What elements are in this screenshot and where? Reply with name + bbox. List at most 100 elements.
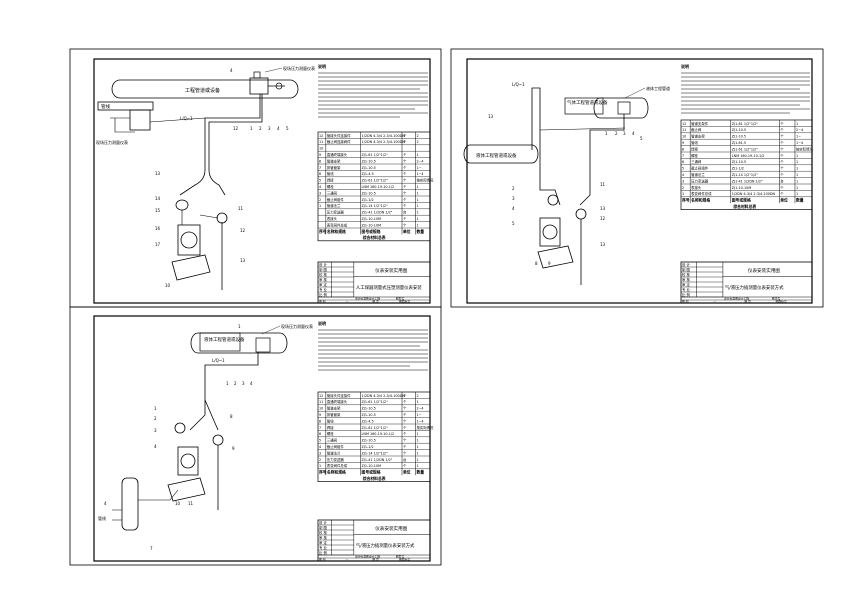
table-cell: 个 [403, 158, 407, 163]
table-cell: 个 [403, 412, 407, 417]
table-cell: 个 [403, 190, 407, 195]
table-cell: ZJ1-10.5 [362, 439, 376, 443]
table-cell: 个 [780, 159, 784, 164]
table-cell: ZJ1-10.5 [732, 128, 746, 132]
table-cell: 直通终端接头 [327, 152, 348, 157]
device-label: 现场压力测量仪表 [281, 323, 313, 329]
table-cell: 9 [319, 413, 321, 417]
table-cell: 1 [796, 160, 798, 164]
table-cell: 6 [682, 160, 684, 164]
table-cell: 管道法兰 [327, 450, 341, 455]
table-cell: 压力变送器 [327, 210, 345, 215]
table-cell: 1/2DN 4-3/4 2-3/4-100DN [362, 394, 406, 398]
title-block-label: 专 业 [319, 545, 327, 550]
svg-text:说明: 说明 [318, 320, 326, 326]
svg-text:14: 14 [155, 196, 161, 201]
table-cell: 截止阀组件 [327, 444, 345, 449]
title-block-label: 比 例 [319, 292, 327, 297]
table-cell: ZJ1-10.5 [362, 159, 376, 163]
project-title: 仪表安装实用图 [375, 525, 408, 532]
table-cell: ZJ1-10.5 [362, 413, 376, 417]
table-cell: 11 [682, 128, 686, 132]
svg-text:4: 4 [512, 206, 515, 211]
table-cell: 个 [403, 216, 407, 221]
table-cell: 1 [416, 432, 418, 436]
table-cell: 个 [780, 140, 784, 145]
impulse-line [531, 87, 561, 206]
table-cell: 表接头 [327, 216, 338, 221]
svg-text:10: 10 [175, 501, 181, 506]
title-block-label: 设 计 [682, 262, 690, 267]
table-cell: ZJ1-1/2 [362, 198, 374, 202]
footer-cell: 图 页 [744, 300, 751, 304]
title-block-label: 审 定 [682, 282, 690, 287]
company-name: 部分标准图设计工程 [724, 297, 749, 301]
table-cell: 截止阀 [691, 127, 702, 132]
table-cell: 压力变送器 [327, 457, 345, 462]
table-cell: ZJ1-10.5 [362, 166, 376, 170]
table-cell: 1 [416, 185, 418, 189]
svg-text:2: 2 [512, 186, 515, 191]
table-cell: ZJ1-41 1/2DN 1/2" [362, 458, 393, 462]
table-cell: LNM 160-19-10-1/2 [732, 154, 765, 158]
table-header-cell: 图号或规格 [362, 470, 381, 475]
table-cell: 个 [403, 463, 407, 468]
table-caption: 综合材料总表 [363, 235, 386, 240]
table-cell: ZJ1-61 1/2"1/2" [362, 179, 389, 183]
table-cell: 2 [416, 140, 418, 144]
table-cell: 1 [319, 204, 321, 208]
table-cell: 1 [416, 198, 418, 202]
table-cell: ZJ1-61 1/2"1/2" [362, 153, 389, 157]
table-cell: 管接头件连接件 [327, 393, 351, 398]
table-caption: 综合材料总表 [363, 476, 386, 481]
title-block-label: 制 图 [319, 525, 327, 530]
table-cell: 1~4 [416, 419, 423, 423]
table-header-cell: 序号 [681, 198, 690, 203]
table-cell: ZJ1-41 1/2DN 1/2" [362, 211, 393, 215]
table-cell: 管道支架件 [691, 121, 709, 126]
table-cell: 个 [403, 425, 407, 430]
table-cell: 1 [416, 211, 418, 215]
svg-text:1: 1 [250, 126, 253, 131]
transmitter [539, 217, 561, 247]
svg-text:13: 13 [155, 171, 161, 176]
table-cell: ZJ1-1/2 [732, 167, 744, 171]
table-cell: 12 [319, 394, 323, 398]
svg-text:8: 8 [535, 261, 538, 266]
svg-text:9: 9 [232, 446, 235, 451]
table-cell: 2 [319, 458, 321, 462]
table-cell: 3 [319, 191, 321, 195]
table-cell: 2 [319, 198, 321, 202]
table-cell: 10 [319, 147, 323, 151]
table-cell: 1/2DN 4-3/4 2-3/4-100DN [732, 192, 776, 196]
impulse-line [179, 94, 261, 196]
table-cell: 12 [682, 122, 686, 126]
table-cell: 4 [319, 185, 321, 189]
table-cell: 管线 [327, 418, 334, 423]
table-cell: 按实际情况 [796, 146, 814, 151]
svg-text:13: 13 [488, 114, 494, 119]
table-cell: 个 [403, 438, 407, 443]
table-cell: 1 [416, 400, 418, 404]
table-cell: 3 [319, 451, 321, 455]
transmitter [177, 224, 201, 256]
table-cell: 管道支架 [327, 406, 341, 411]
table-cell: 1 [416, 445, 418, 449]
table-cell: ZJ1-61.5 [732, 141, 746, 145]
title-block-label: 审 定 [319, 282, 327, 287]
table-cell: 个 [403, 399, 407, 404]
table-cell: 1 [796, 186, 798, 190]
process-pipe-left [463, 144, 539, 164]
left-vessel-label-box [97, 101, 154, 111]
table-cell: 个 [780, 134, 784, 139]
table-cell: 6 [319, 172, 321, 176]
table-header-cell: 名称和规格 [327, 229, 346, 234]
table-cell: 螺栓 [327, 184, 334, 189]
svg-text:4: 4 [154, 444, 157, 449]
svg-text:13: 13 [600, 242, 606, 247]
footer-cell: 图面标号 [399, 300, 410, 304]
title-block-label: 比 例 [319, 550, 327, 555]
title-block-label: 审 核 [319, 277, 327, 282]
